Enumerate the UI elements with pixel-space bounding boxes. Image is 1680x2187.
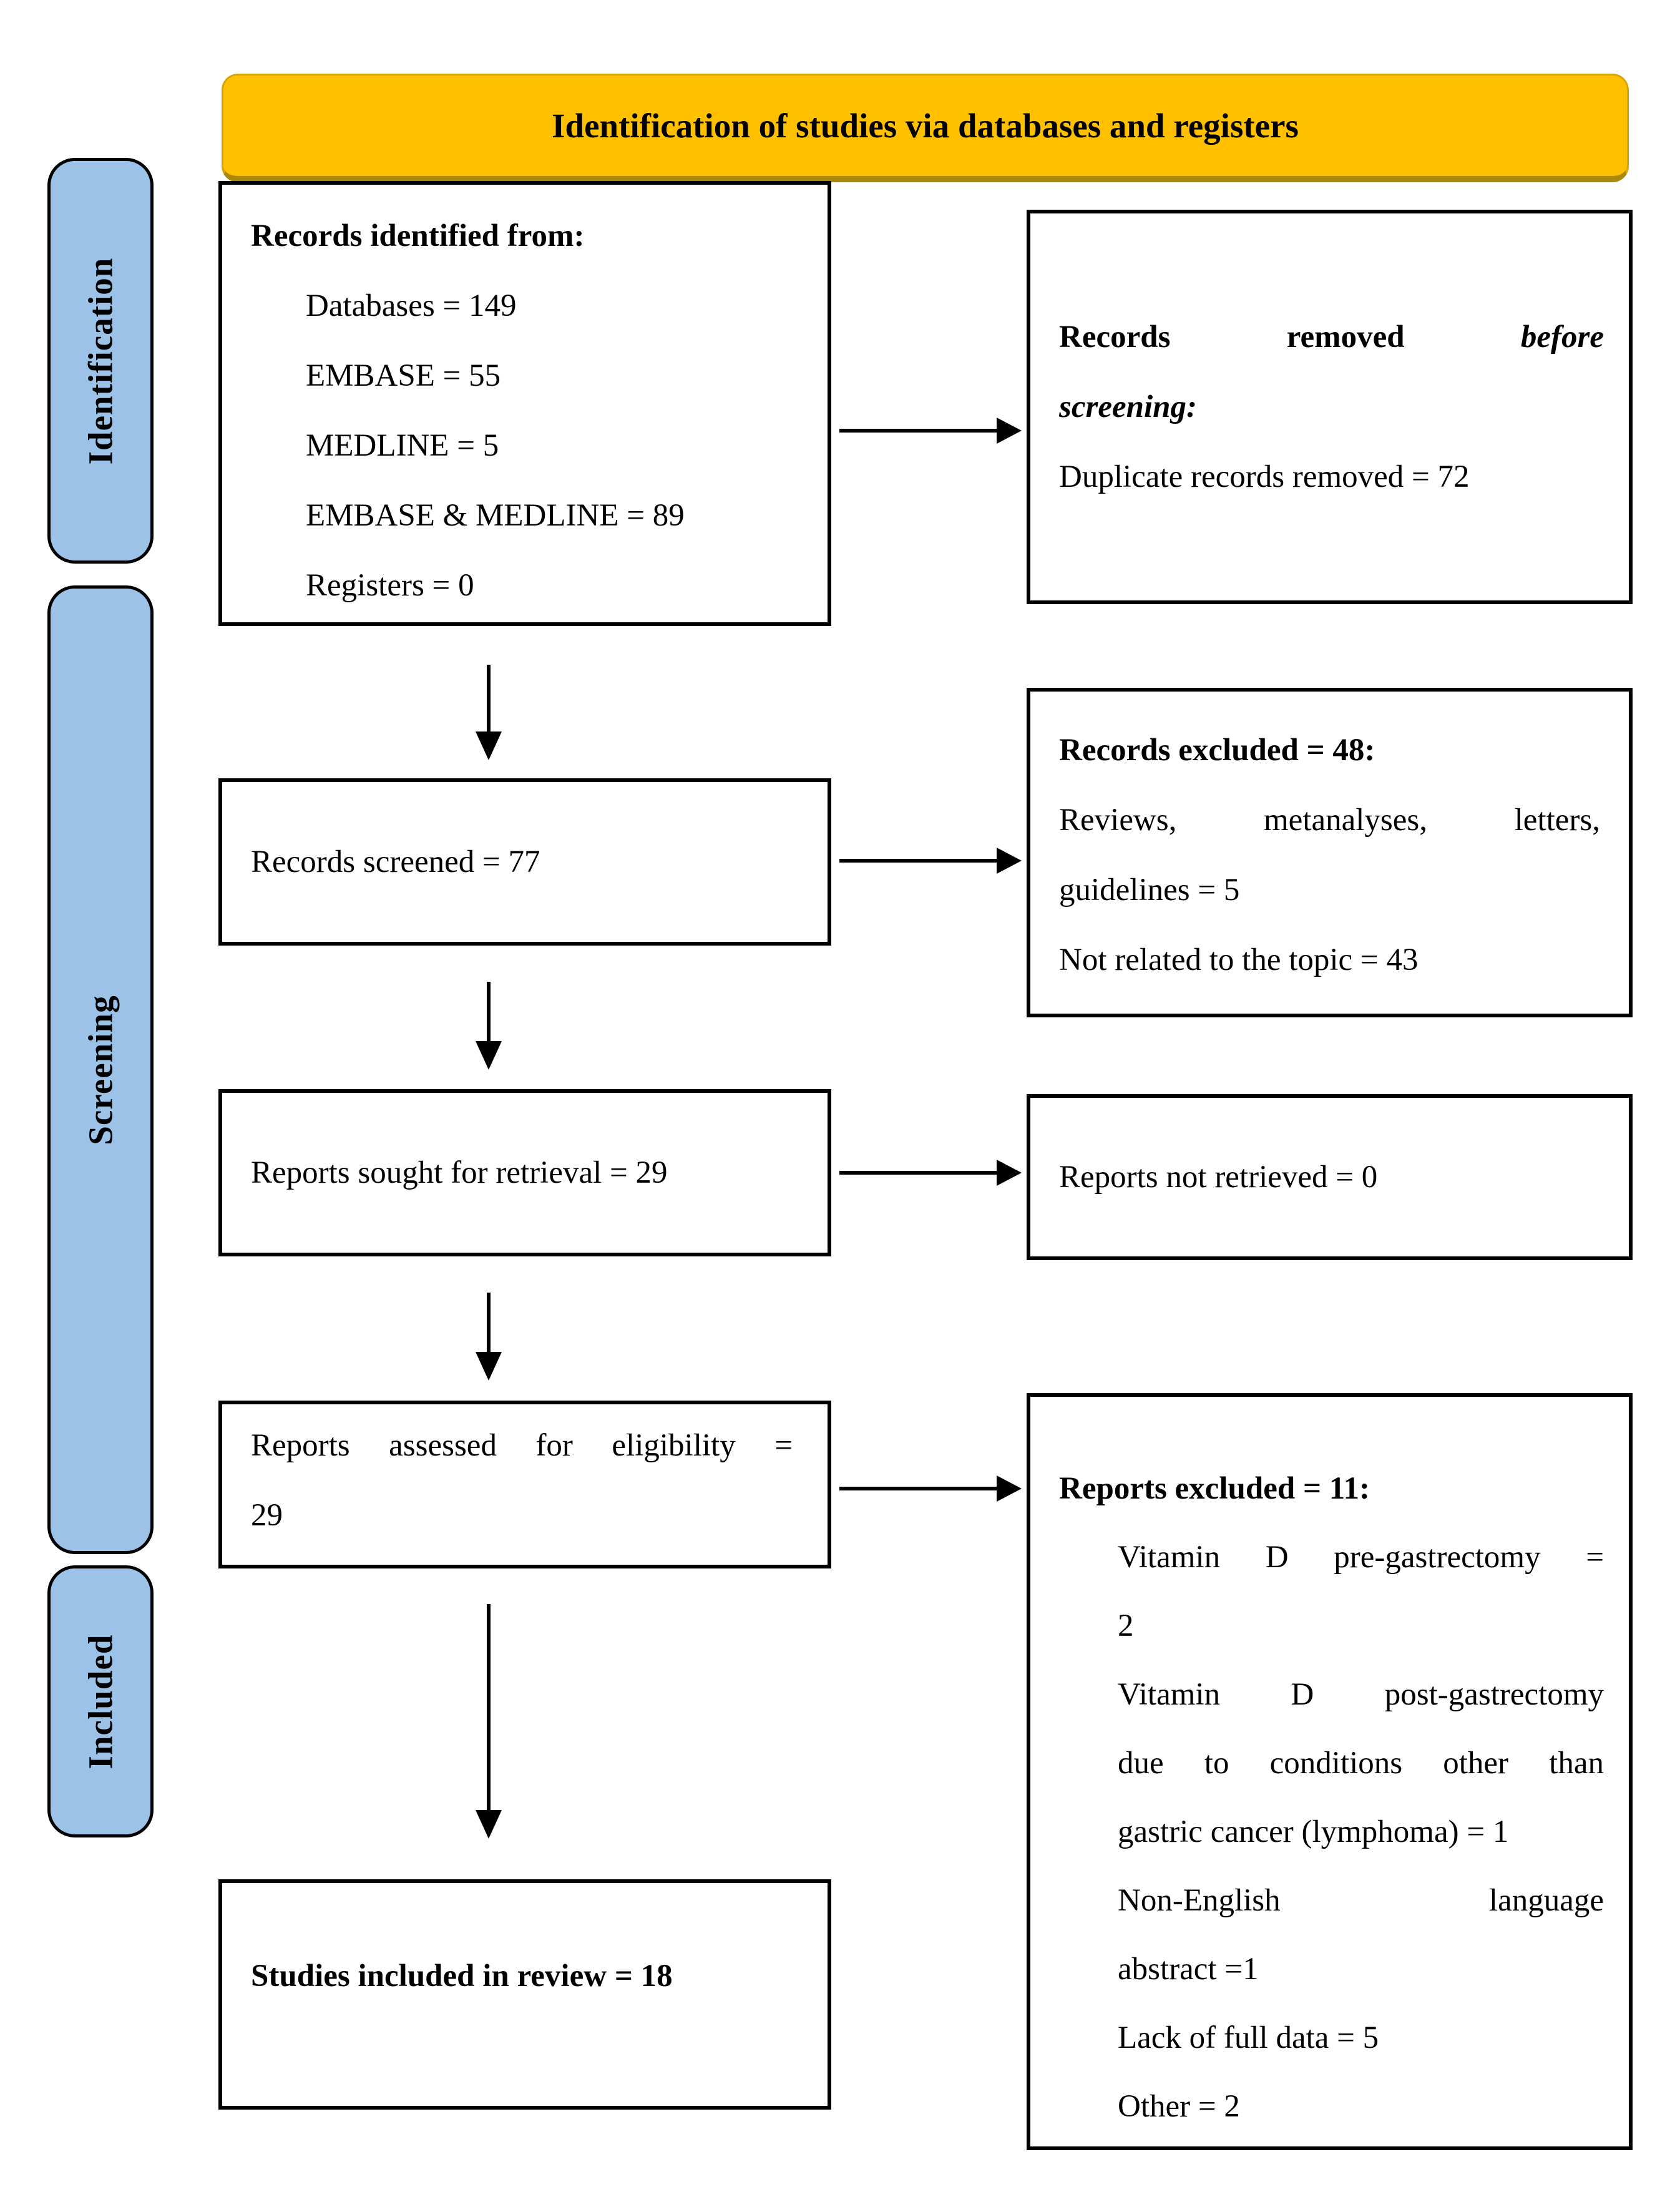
records-removed-roman: Records removed [1059,320,1405,355]
records-excluded-box: Records excluded = 48: Reviews, metanaly… [1027,688,1633,1017]
arrow-head [997,418,1022,444]
records-removed-line1: Records removed before [1059,302,1604,372]
arrow-line [839,429,997,433]
records-excluded-line2: Reviews, metanalyses, letters, [1059,803,1600,838]
arrow-line [487,1293,491,1352]
reports-excluded-item: Vitamin D pre-gastrectomy = [1118,1540,1604,1575]
records-identified-item: Databases = 149 [306,288,517,323]
reports-excluded-item: Non-English language [1118,1883,1604,1918]
stage-identification: Identification [47,158,154,564]
arrow-head [476,731,502,760]
reports-assessed-line1: Reports assessed for eligibility = [251,1428,793,1463]
stage-identification-label: Identification [81,257,120,464]
reports-sought-text: Reports sought for retrieval = 29 [251,1155,668,1190]
reports-not-retrieved-text: Reports not retrieved = 0 [1059,1160,1378,1195]
studies-included-box: Studies included in review = 18 [218,1879,831,2110]
banner-title: Identification of studies via databases … [552,107,1299,145]
reports-excluded-item: 2 [1118,1608,1134,1643]
arrow-line [487,982,491,1041]
studies-included-text: Studies included in review = 18 [251,1958,673,1994]
stage-included-label: Included [81,1634,120,1769]
records-screened-text: Records screened = 77 [251,844,540,879]
arrow-head [476,1352,502,1381]
records-identified-title: Records identified from: [251,218,585,253]
reports-excluded-item: abstract =1 [1118,1952,1259,1987]
records-identified-item: EMBASE = 55 [306,358,501,393]
records-removed-detail: Duplicate records removed = 72 [1059,459,1470,494]
reports-excluded-title: Reports excluded = 11: [1059,1471,1370,1506]
reports-assessed-box: Reports assessed for eligibility = 29 [218,1401,831,1568]
arrow-line [839,1171,997,1175]
reports-excluded-item: Other = 2 [1118,2089,1240,2124]
reports-excluded-item: Lack of full data = 5 [1118,2020,1379,2055]
records-excluded-line3: guidelines = 5 [1059,873,1240,908]
reports-excluded-item: Vitamin D post-gastrectomy [1118,1677,1604,1712]
arrow-head [476,1041,502,1070]
reports-excluded-item: due to conditions other than [1118,1746,1604,1781]
stage-included: Included [47,1565,154,1837]
records-identified-box: Records identified from: Databases = 149… [218,181,831,626]
records-excluded-title: Records excluded = 48: [1059,733,1375,768]
stage-screening: Screening [47,585,154,1554]
reports-excluded-item: gastric cancer (lymphoma) = 1 [1118,1814,1509,1849]
reports-not-retrieved-box: Reports not retrieved = 0 [1027,1094,1633,1260]
records-removed-line2: screening: [1059,389,1197,424]
reports-assessed-line2: 29 [251,1498,283,1533]
records-identified-item: MEDLINE = 5 [306,428,499,463]
arrow-line [839,859,997,863]
reports-sought-box: Reports sought for retrieval = 29 [218,1089,831,1256]
arrow-line [487,1604,491,1810]
records-identified-item: EMBASE & MEDLINE = 89 [306,498,685,533]
records-identified-item: Registers = 0 [306,568,474,603]
arrow-line [839,1487,997,1490]
arrow-line [487,665,491,731]
arrow-head [476,1810,502,1839]
banner: Identification of studies via databases … [222,74,1629,182]
arrow-head [997,848,1022,874]
stage-screening-label: Screening [81,994,120,1145]
records-removed-box: Records removed before screening: Duplic… [1027,210,1633,604]
reports-excluded-box: Reports excluded = 11: Vitamin D pre-gas… [1027,1393,1633,2150]
records-removed-italic: before [1520,320,1604,355]
arrow-head [997,1160,1022,1186]
records-excluded-line4: Not related to the topic = 43 [1059,942,1419,977]
arrow-head [997,1475,1022,1502]
records-screened-box: Records screened = 77 [218,778,831,946]
